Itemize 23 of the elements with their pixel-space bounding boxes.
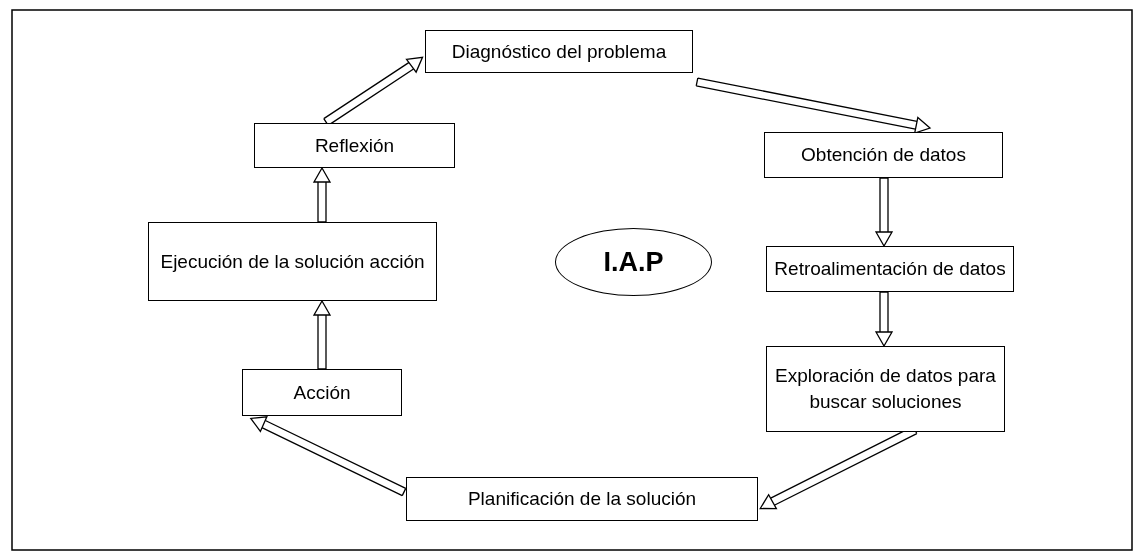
hollow-arrow — [313, 300, 331, 370]
node-label: Retroalimentación de datos — [774, 257, 1006, 282]
node-label: Ejecución de la solución acción — [160, 249, 425, 274]
node-label: Acción — [293, 380, 351, 405]
node-label: Planificación de la solución — [467, 487, 697, 512]
hollow-arrow — [313, 167, 331, 223]
process-box — [766, 346, 1005, 432]
node-label: Diagnóstico del problema — [451, 39, 667, 64]
process-box — [425, 30, 693, 73]
hollow-arrow — [695, 77, 931, 134]
hollow-arrow — [875, 177, 893, 247]
hollow-arrow — [250, 416, 407, 497]
node-label: I.A.P — [603, 245, 664, 279]
node-label: Obtención de datos — [801, 143, 966, 168]
process-box — [148, 222, 437, 301]
process-box — [766, 246, 1014, 292]
process-box — [242, 369, 402, 416]
process-box — [764, 132, 1003, 178]
process-box — [254, 123, 455, 168]
hollow-arrow — [875, 291, 893, 347]
node-label: Reflexión — [314, 133, 395, 158]
node-label: Exploración de datos para buscar soluciones — [774, 364, 997, 414]
process-box — [406, 477, 758, 521]
